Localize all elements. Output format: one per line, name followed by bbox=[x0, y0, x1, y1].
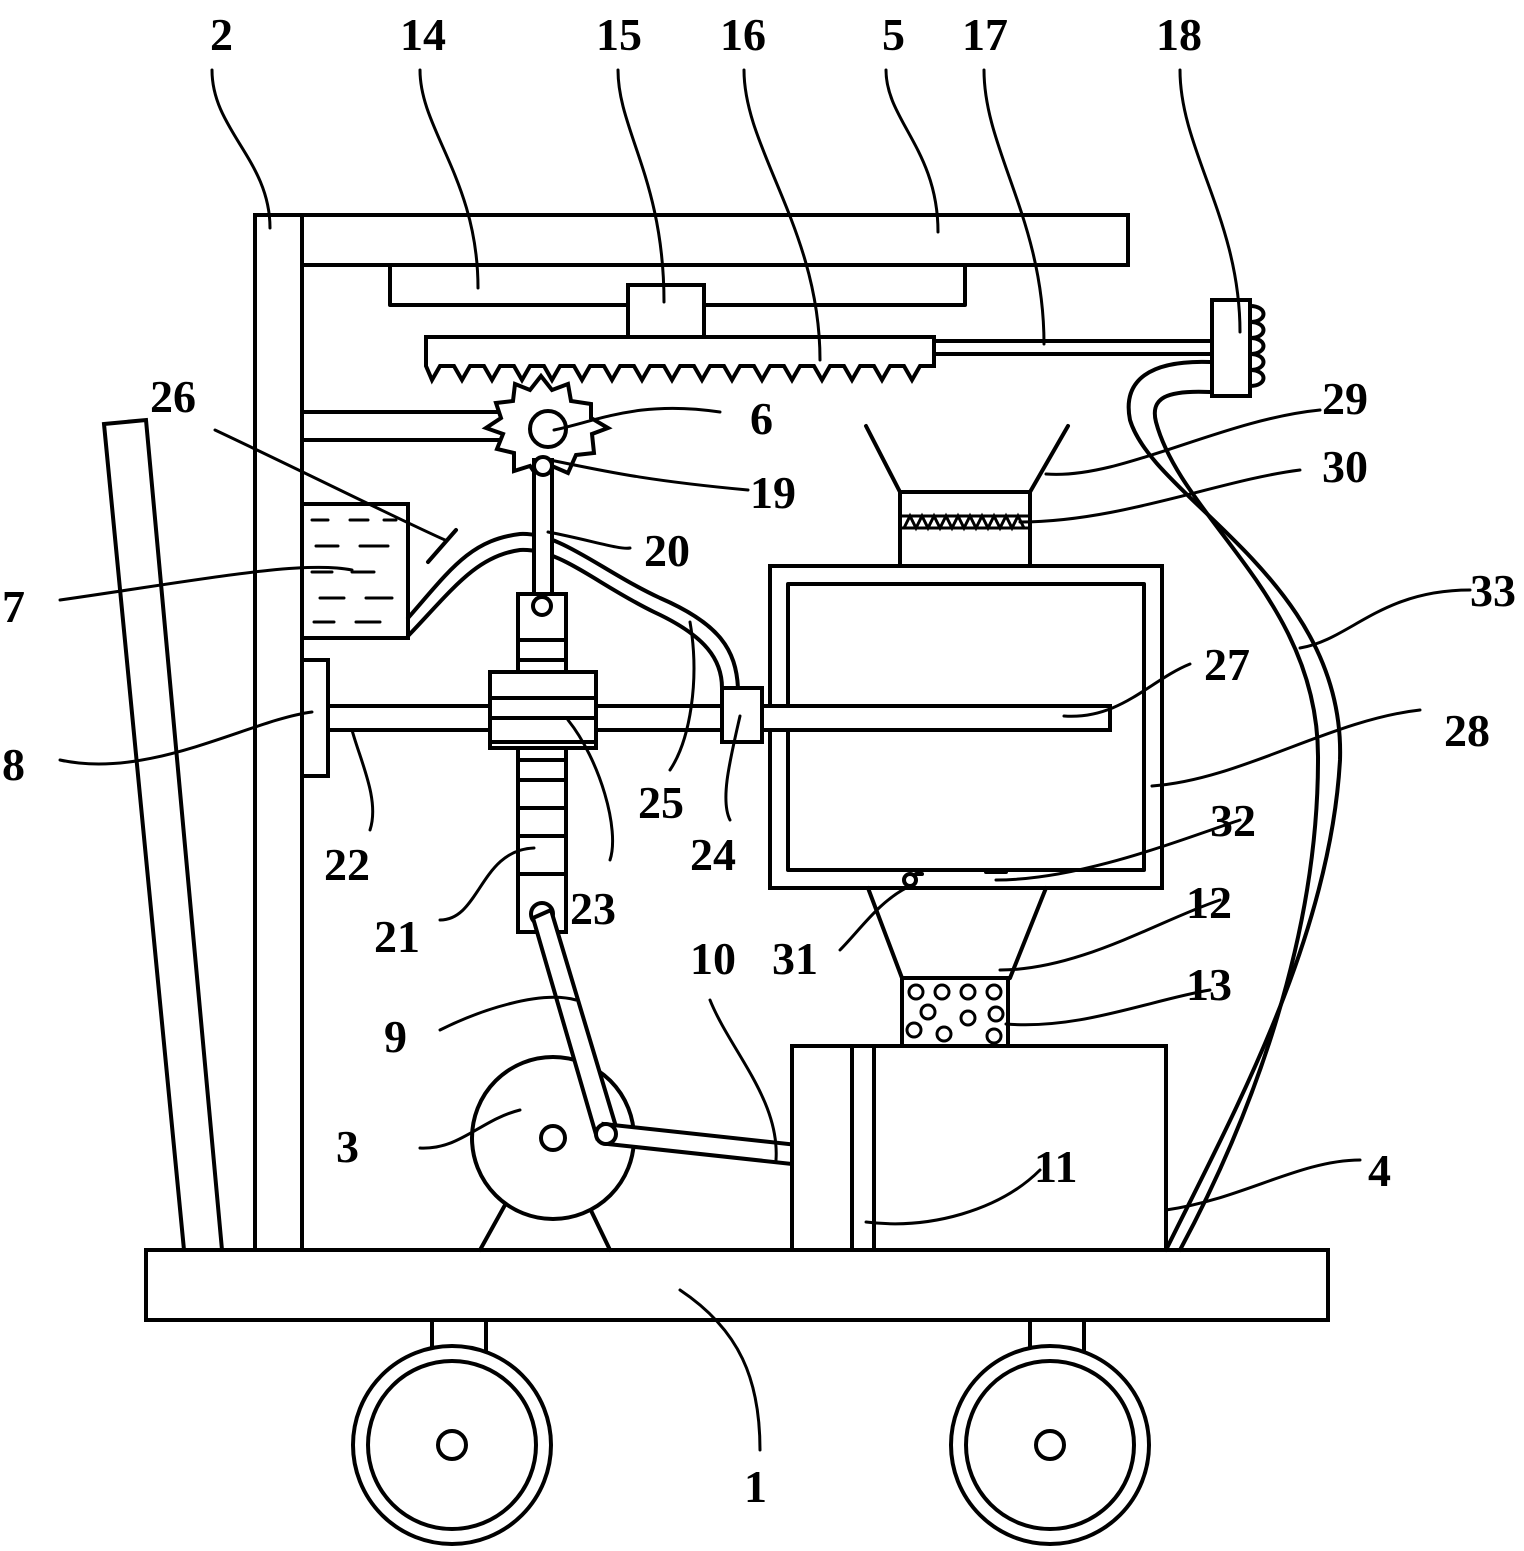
push-handle bbox=[101, 417, 225, 1252]
label-10: 10 bbox=[690, 933, 736, 984]
pipe-coupling bbox=[720, 686, 764, 744]
right-wheel bbox=[949, 1318, 1151, 1546]
top-beam bbox=[300, 213, 1130, 267]
brush-head bbox=[1210, 298, 1266, 398]
hose bbox=[1126, 359, 1343, 1252]
left-wheel bbox=[351, 1318, 553, 1546]
frame-column bbox=[253, 213, 304, 1252]
label-26: 26 bbox=[150, 371, 196, 422]
bearing-seat bbox=[300, 658, 330, 778]
label-18: 18 bbox=[1156, 9, 1202, 60]
label-29: 29 bbox=[1322, 373, 1368, 424]
rack-bar bbox=[424, 335, 936, 385]
label-30: 30 bbox=[1322, 441, 1368, 492]
gear bbox=[481, 372, 613, 484]
label-17: 17 bbox=[962, 9, 1008, 60]
water-tank bbox=[300, 502, 410, 640]
label-3: 3 bbox=[336, 1121, 359, 1172]
spray-bar bbox=[760, 704, 1112, 732]
slide-column bbox=[516, 592, 568, 934]
label-24: 24 bbox=[690, 829, 736, 880]
label-6: 6 bbox=[750, 393, 773, 444]
label-13: 13 bbox=[1186, 959, 1232, 1010]
water-pipe bbox=[406, 531, 740, 690]
label-25: 25 bbox=[638, 777, 684, 828]
label-5: 5 bbox=[882, 9, 905, 60]
label-22: 22 bbox=[324, 839, 370, 890]
label-15: 15 bbox=[596, 9, 642, 60]
filter-balls bbox=[905, 983, 1005, 1045]
label-23: 23 bbox=[570, 883, 616, 934]
label-11: 11 bbox=[1034, 1141, 1077, 1192]
label-8: 8 bbox=[2, 739, 25, 790]
reference-numbers: 1 2 3 4 5 6 7 8 9 10 11 12 13 14 15 16 1… bbox=[2, 9, 1516, 1512]
label-14: 14 bbox=[400, 9, 446, 60]
label-28: 28 bbox=[1444, 705, 1490, 756]
feed-hopper bbox=[864, 424, 1070, 568]
label-19: 19 bbox=[750, 467, 796, 518]
label-7: 7 bbox=[2, 581, 25, 632]
leader-lines bbox=[58, 68, 1472, 1452]
label-12: 12 bbox=[1186, 877, 1232, 928]
label-4: 4 bbox=[1368, 1145, 1391, 1196]
lower-funnel bbox=[866, 886, 1048, 1048]
label-32: 32 bbox=[1210, 795, 1256, 846]
crank-link bbox=[532, 455, 554, 612]
label-31: 31 bbox=[772, 933, 818, 984]
connecting-rod bbox=[932, 339, 1212, 356]
label-16: 16 bbox=[720, 9, 766, 60]
pipe-valve bbox=[426, 528, 458, 564]
label-21: 21 bbox=[374, 911, 420, 962]
motor bbox=[470, 1055, 636, 1252]
label-1: 1 bbox=[744, 1461, 767, 1512]
label-20: 20 bbox=[644, 525, 690, 576]
label-9: 9 bbox=[384, 1011, 407, 1062]
label-2: 2 bbox=[210, 9, 233, 60]
base-plate bbox=[144, 1248, 1330, 1322]
label-27: 27 bbox=[1204, 639, 1250, 690]
label-33: 33 bbox=[1470, 565, 1516, 616]
gear-bracket bbox=[300, 410, 506, 442]
pump-box bbox=[790, 1044, 1168, 1252]
slider-block bbox=[626, 283, 706, 339]
